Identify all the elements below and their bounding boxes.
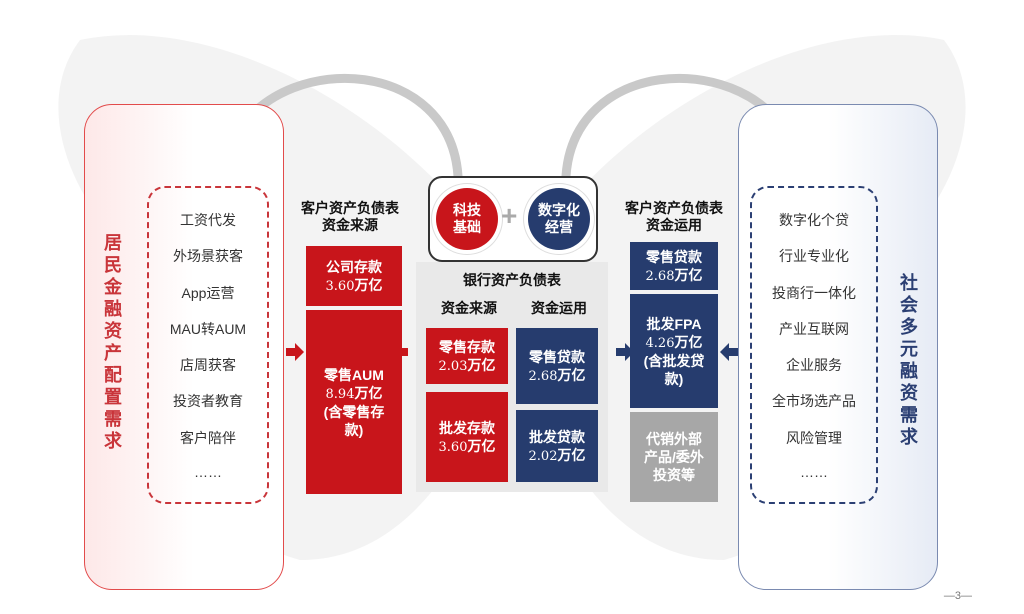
bank-balance-sheet-title: 银行资产负债表 — [463, 272, 561, 288]
box-unit: 万亿 — [674, 266, 703, 283]
box-value: 2.68 — [528, 368, 558, 384]
left-column-header: 客户资产负债表 资金来源 — [301, 200, 399, 233]
box-value: 2.68 — [645, 268, 675, 284]
box-value: 8.94 — [325, 386, 355, 402]
right-items-box: 数字化个贷 行业专业化 投商行一体化 产业互联网 企业服务 全市场选产品 风险管… — [750, 186, 878, 504]
left-item: App运营 — [181, 284, 235, 301]
right-item: 行业专业化 — [779, 248, 849, 265]
box-unit: 万亿 — [354, 384, 383, 401]
left-item: 工资代发 — [180, 212, 236, 229]
right-item: 全市场选产品 — [772, 393, 856, 410]
box-unit: 万亿 — [467, 437, 496, 454]
box-value: 2.02 — [528, 448, 558, 464]
plus-sign: + — [501, 200, 518, 231]
right-panel-title: 社会多元融资需求 — [900, 273, 918, 447]
box-label: 零售AUM — [324, 366, 384, 383]
box-value: 2.03 — [438, 358, 468, 374]
box-label: 批发贷款 — [529, 428, 585, 445]
right-column-header: 客户资产负债表 资金运用 — [625, 200, 723, 233]
box-label: 零售存款 — [439, 338, 495, 355]
box-note: (含批发贷款) — [643, 352, 705, 387]
box-label: 零售贷款 — [646, 248, 702, 265]
left-item: 外场景获客 — [173, 248, 243, 265]
right-demand-panel — [738, 104, 938, 590]
box-label: 代销外部产品/委外投资等 — [644, 431, 704, 483]
left-items-box: 工资代发 外场景获客 App运营 MAU转AUM 店周获客 投资者教育 客户陪伴… — [147, 186, 269, 504]
right-item: 投商行一体化 — [772, 284, 856, 301]
left-item: 客户陪伴 — [180, 429, 236, 446]
wholesale-deposit-box: 批发存款 3.60万亿 — [426, 392, 508, 482]
retail-deposit-box: 零售存款 2.03万亿 — [426, 328, 508, 384]
left-item: …… — [194, 463, 222, 480]
retail-loan-box: 零售贷款 2.68万亿 — [630, 242, 718, 290]
left-item: 店周获客 — [180, 357, 236, 374]
arrow-right-to-column — [720, 343, 738, 361]
left-demand-panel — [84, 104, 284, 590]
box-value: 3.60 — [438, 439, 468, 455]
uses-header: 资金运用 — [531, 300, 587, 316]
box-unit: 万亿 — [674, 333, 703, 350]
wholesale-loan-box: 批发贷款 2.02万亿 — [516, 410, 598, 482]
box-label: 公司存款 — [326, 258, 382, 275]
left-item: 投资者教育 — [173, 393, 243, 410]
box-value: 3.60 — [325, 278, 355, 294]
right-item: 数字化个贷 — [779, 212, 849, 229]
box-label: 批发存款 — [439, 419, 495, 436]
left-item: MAU转AUM — [169, 320, 247, 337]
tech-foundation-circle: 科技基础 — [436, 188, 498, 250]
box-unit: 万亿 — [467, 356, 496, 373]
right-item: 企业服务 — [786, 357, 842, 374]
box-label: 零售贷款 — [529, 348, 585, 365]
retail-aum-box: 零售AUM 8.94万亿 (含零售存款) — [306, 310, 402, 494]
box-note: (含零售存款) — [323, 403, 385, 438]
box-unit: 万亿 — [354, 276, 383, 293]
corporate-deposit-box: 公司存款 3.60万亿 — [306, 246, 402, 306]
digital-operation-circle: 数字化经营 — [528, 188, 590, 250]
retail-loan-box-center: 零售贷款 2.68万亿 — [516, 328, 598, 404]
arrow-center-to-right-column — [616, 343, 634, 361]
wholesale-fpa-box: 批发FPA 4.26万亿 (含批发贷款) — [630, 294, 718, 408]
sources-header: 资金来源 — [441, 300, 497, 316]
arrow-left-to-column — [286, 343, 304, 361]
box-value: 4.26 — [645, 335, 675, 351]
right-item: 风险管理 — [786, 429, 842, 446]
right-item: 产业互联网 — [779, 320, 849, 337]
box-unit: 万亿 — [557, 366, 586, 383]
page-number: —3— — [943, 590, 972, 602]
left-panel-title: 居民金融资产配置需求 — [104, 233, 122, 451]
box-label: 批发FPA — [646, 315, 702, 332]
right-item: …… — [800, 463, 828, 480]
agency-sales-box: 代销外部产品/委外投资等 — [630, 412, 718, 502]
box-unit: 万亿 — [557, 446, 586, 463]
